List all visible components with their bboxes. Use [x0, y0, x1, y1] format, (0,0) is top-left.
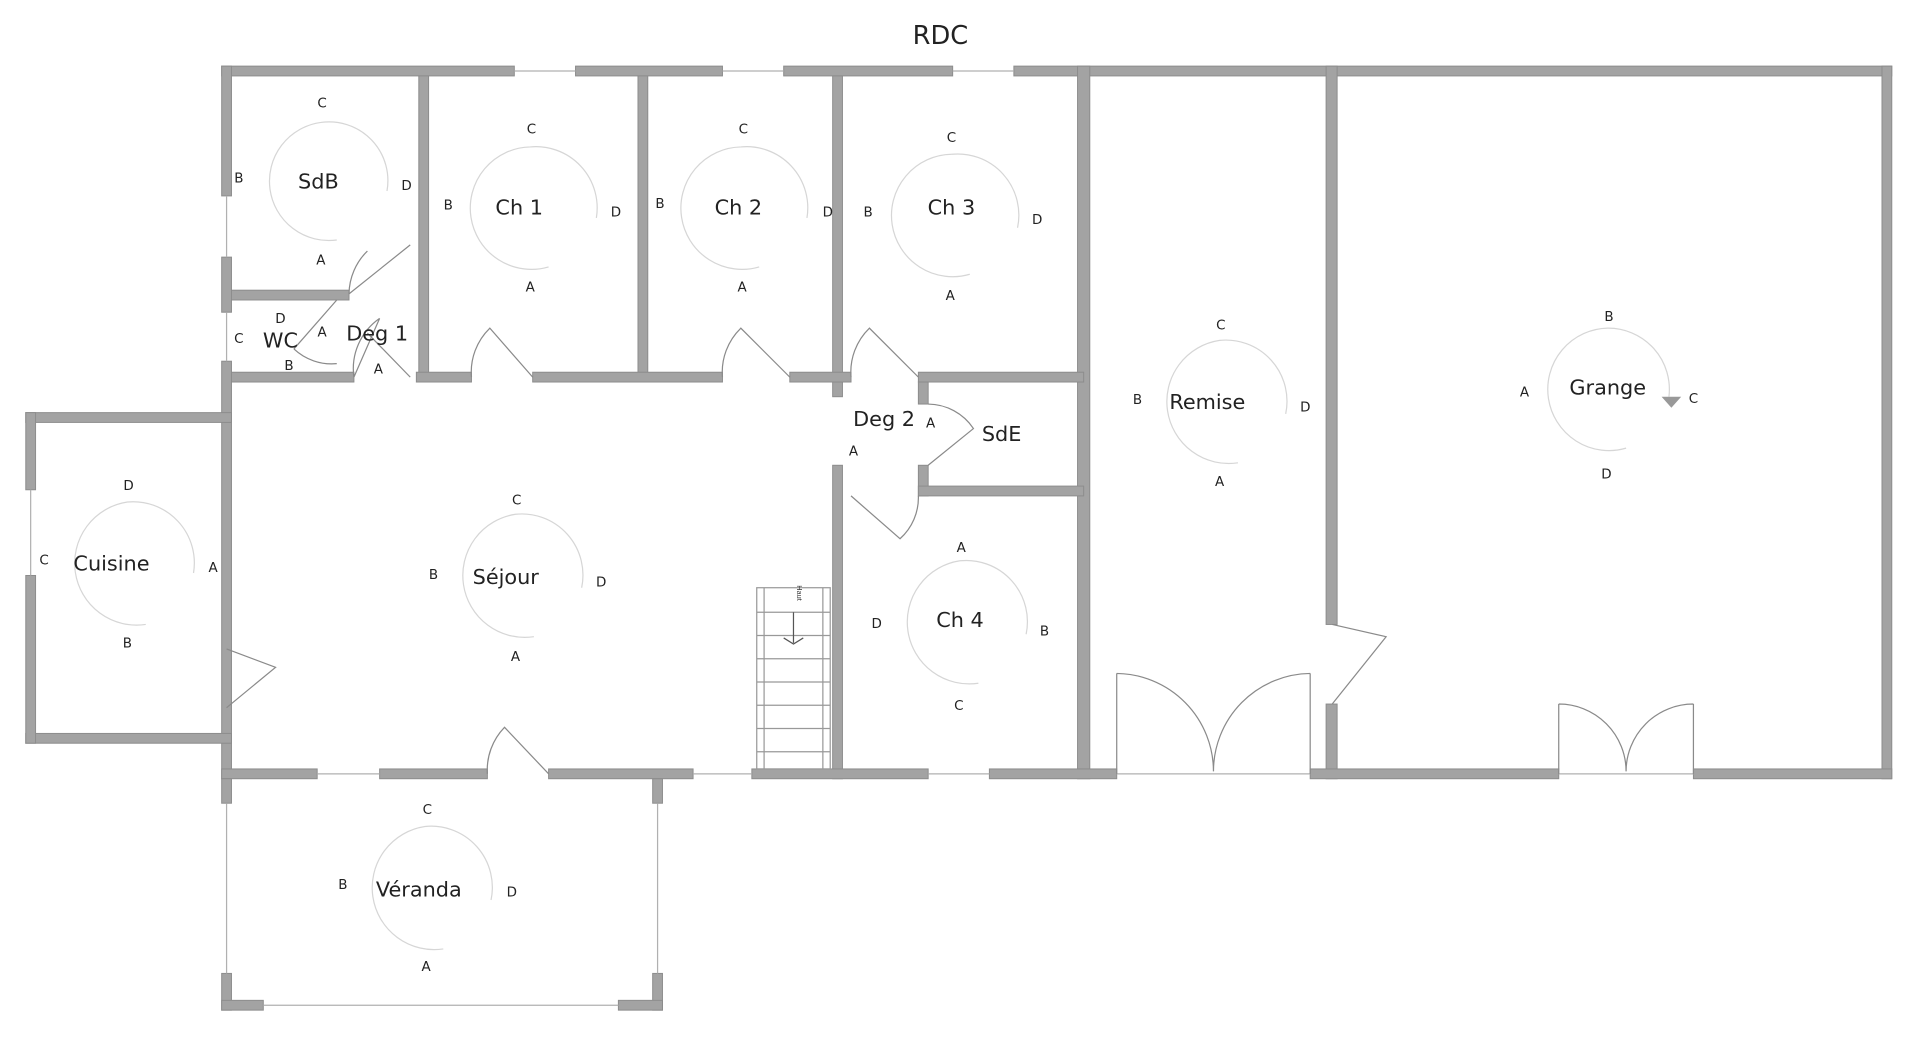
marker-right: D — [611, 206, 621, 221]
arrow-icon — [1661, 396, 1682, 408]
marker-right: A — [209, 561, 219, 576]
marker-left: B — [429, 568, 438, 583]
stair-arrow-icon — [783, 612, 804, 645]
marker-right: C — [1689, 392, 1698, 407]
marker-bottom: B — [123, 637, 132, 652]
marker-left: A — [1520, 386, 1530, 401]
room-sdb: SdB C D A B — [234, 97, 412, 269]
marker-top: C — [739, 122, 748, 137]
room-wc: WC D A B C — [234, 312, 327, 374]
room-label: Ch 1 — [495, 195, 543, 219]
marker-left: B — [1133, 393, 1142, 408]
marker-top: B — [1604, 310, 1613, 325]
room-label: Cuisine — [73, 552, 149, 576]
marker-bottom: A — [511, 650, 521, 665]
marker-right: D — [1032, 213, 1042, 228]
marker-right: D — [1300, 400, 1310, 415]
marker-top: C — [1216, 318, 1225, 333]
marker-bottom: D — [1601, 468, 1611, 483]
room-veranda: Véranda C D A B — [338, 803, 517, 975]
room-label: Séjour — [473, 565, 540, 589]
room-label: Grange — [1569, 375, 1646, 399]
room-label: Deg 2 — [853, 407, 915, 431]
room-grange: Grange B C D A — [1520, 310, 1698, 483]
marker-bottom: A — [1215, 475, 1225, 490]
room-label: Deg 1 — [346, 321, 408, 345]
room-sejour: Séjour C D A B — [429, 493, 607, 665]
marker-right: D — [823, 206, 833, 221]
marker-bottom: A — [737, 280, 747, 295]
room-label: WC — [263, 329, 298, 353]
room-cuisine: Cuisine D A B C — [39, 479, 218, 652]
plan-title: RDC — [913, 21, 969, 51]
marker-top: D — [123, 479, 133, 494]
marker-right: A — [317, 326, 327, 341]
marker-bottom: A — [422, 960, 432, 975]
doors — [226, 244, 1695, 775]
room-ch1: Ch 1 C D A B — [444, 122, 622, 295]
marker-right: D — [401, 179, 411, 194]
marker-top: C — [512, 493, 521, 508]
marker-bottom: A — [316, 253, 326, 268]
walls — [25, 65, 1893, 1011]
room-label: SdB — [298, 170, 339, 194]
marker-right: B — [1040, 624, 1049, 639]
room-label: Remise — [1169, 390, 1245, 414]
marker-left: B — [234, 171, 243, 186]
room-deg2: Deg 2 A A — [849, 407, 936, 459]
marker-bottom: A — [374, 362, 384, 377]
staircase: Haut — [756, 585, 831, 770]
marker-bottom: A — [526, 280, 536, 295]
room-label: Véranda — [376, 877, 462, 901]
room-ch2: Ch 2 C D A B — [655, 122, 833, 295]
orientation-circles — [74, 121, 1682, 951]
room-label: Ch 4 — [936, 608, 984, 632]
room-label: Ch 2 — [715, 195, 763, 219]
room-label: SdE — [982, 422, 1022, 446]
room-remise: Remise C D A B — [1133, 318, 1311, 490]
room-sde: SdE — [982, 422, 1022, 446]
marker-top: C — [947, 131, 956, 146]
marker-top: C — [423, 803, 432, 818]
marker-left: B — [338, 878, 347, 893]
marker-bottom: C — [954, 699, 963, 714]
marker-bottom: A — [849, 444, 859, 459]
marker-top: D — [275, 312, 285, 327]
marker-right: D — [596, 575, 606, 590]
marker-left: B — [864, 206, 873, 221]
marker-bottom: B — [284, 359, 293, 374]
marker-top: C — [317, 97, 326, 112]
marker-left: B — [655, 197, 664, 212]
marker-top: C — [527, 122, 536, 137]
marker-left: D — [872, 617, 882, 632]
room-ch4: Ch 4 A B C D — [872, 541, 1050, 714]
marker-left: C — [39, 553, 48, 568]
room-ch3: Ch 3 C D A B — [864, 131, 1043, 304]
stair-label: Haut — [795, 585, 804, 600]
marker-right: A — [926, 416, 936, 431]
room-deg1: Deg 1 A — [346, 321, 408, 377]
room-label: Ch 3 — [928, 195, 976, 219]
marker-top: A — [957, 541, 967, 556]
marker-left: C — [234, 332, 243, 347]
marker-right: D — [507, 885, 517, 900]
marker-bottom: A — [946, 289, 956, 304]
marker-left: B — [444, 198, 453, 213]
